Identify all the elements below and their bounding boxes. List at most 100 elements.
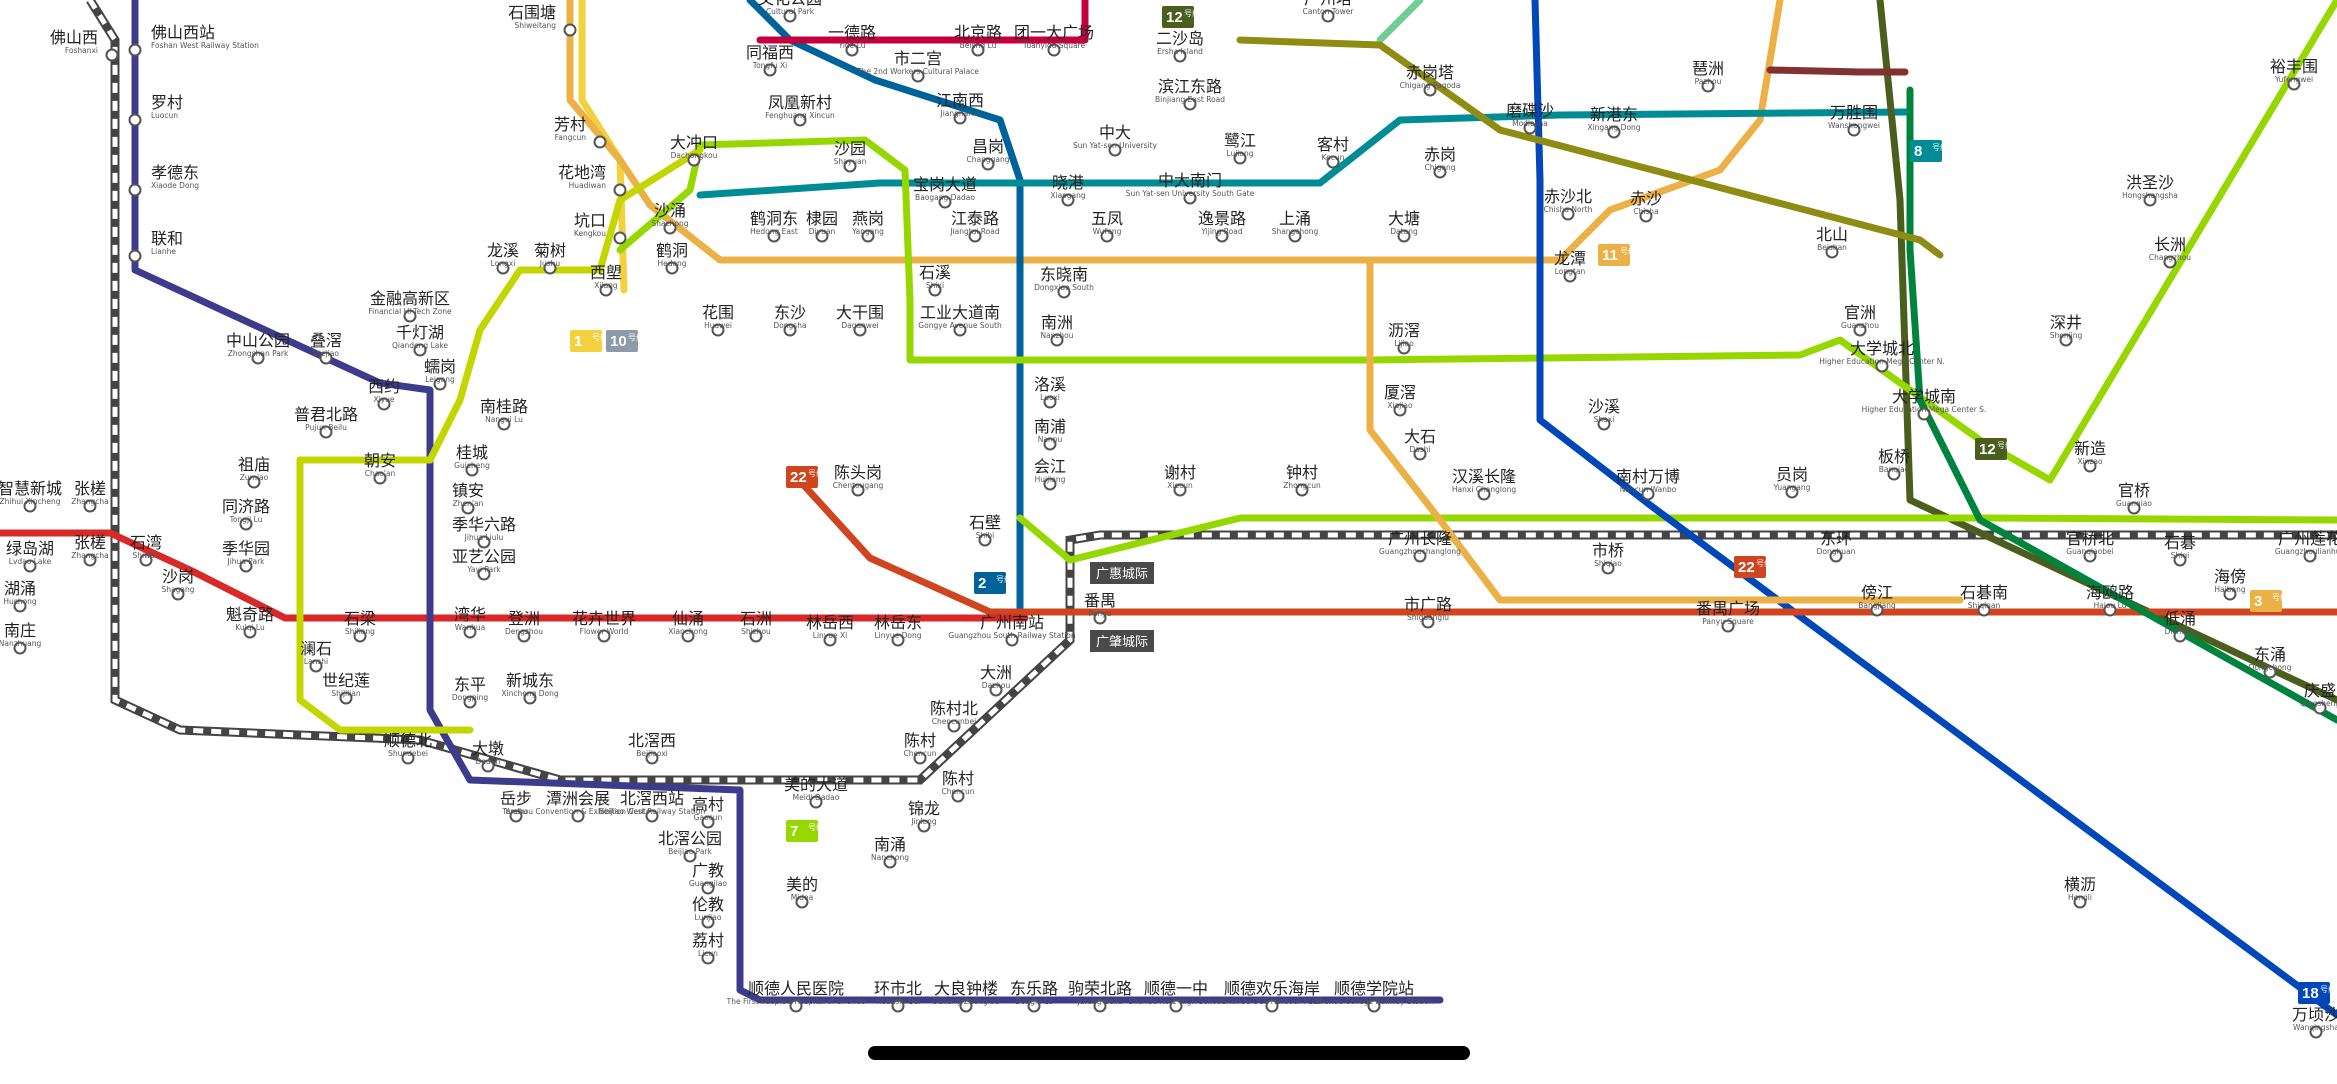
station-marker[interactable] xyxy=(509,809,523,823)
station-marker[interactable] xyxy=(971,43,985,57)
station-marker[interactable] xyxy=(989,683,1003,697)
station-marker[interactable] xyxy=(433,377,447,391)
station-marker[interactable] xyxy=(1397,341,1411,355)
station-marker[interactable] xyxy=(663,221,677,235)
station-marker[interactable] xyxy=(1233,151,1247,165)
station-marker[interactable] xyxy=(171,587,185,601)
station-marker[interactable] xyxy=(645,751,659,765)
station-marker[interactable] xyxy=(2173,553,2187,567)
station-marker[interactable] xyxy=(763,63,777,77)
station-marker[interactable] xyxy=(239,517,253,531)
station-marker[interactable] xyxy=(1005,633,1019,647)
station-marker[interactable] xyxy=(1477,487,1491,501)
station-marker[interactable] xyxy=(953,111,967,125)
station-marker[interactable] xyxy=(711,323,725,337)
station-marker[interactable] xyxy=(1321,9,1335,23)
station-marker[interactable] xyxy=(23,499,37,513)
station-marker[interactable] xyxy=(1639,209,1653,223)
station-marker[interactable] xyxy=(1061,193,1075,207)
station-marker[interactable] xyxy=(701,881,715,895)
station-marker[interactable] xyxy=(1093,611,1107,625)
station-marker[interactable] xyxy=(917,819,931,833)
station-marker[interactable] xyxy=(1050,333,1064,347)
station-marker[interactable] xyxy=(1043,437,1057,451)
station[interactable]: 文化公园Cultural Park xyxy=(758,0,822,23)
station-marker[interactable] xyxy=(2163,255,2177,269)
station-marker[interactable] xyxy=(1173,483,1187,497)
station-marker[interactable] xyxy=(1785,485,1799,499)
station-marker[interactable] xyxy=(665,261,679,275)
station-marker[interactable] xyxy=(2287,77,2301,91)
station-marker[interactable] xyxy=(978,533,992,547)
station-marker[interactable] xyxy=(2073,895,2087,909)
station-marker[interactable] xyxy=(463,695,477,709)
station-marker[interactable] xyxy=(377,397,391,411)
station-marker[interactable] xyxy=(2083,549,2097,563)
station-marker[interactable] xyxy=(481,759,495,773)
station[interactable]: 广州塔Canton Tower xyxy=(1303,0,1355,23)
station-marker[interactable] xyxy=(319,425,333,439)
station-marker[interactable] xyxy=(339,691,353,705)
station-marker[interactable] xyxy=(823,633,837,647)
station-marker[interactable] xyxy=(128,183,142,197)
station-marker[interactable] xyxy=(1183,191,1197,205)
station-marker[interactable] xyxy=(701,815,715,829)
metro-line-l18[interactable] xyxy=(1531,0,2337,1019)
station-marker[interactable] xyxy=(891,633,905,647)
station-marker[interactable] xyxy=(2143,193,2157,207)
station-marker[interactable] xyxy=(968,229,982,243)
station-marker[interactable] xyxy=(613,231,627,245)
station-marker[interactable] xyxy=(2127,501,2141,515)
station-marker[interactable] xyxy=(1326,155,1340,169)
station[interactable]: 广州莲花Guangzhoulianhua xyxy=(2275,529,2337,563)
station-marker[interactable] xyxy=(2059,333,2073,347)
station-marker[interactable] xyxy=(477,567,491,581)
station-marker[interactable] xyxy=(1367,999,1381,1013)
station-marker[interactable] xyxy=(2103,603,2117,617)
